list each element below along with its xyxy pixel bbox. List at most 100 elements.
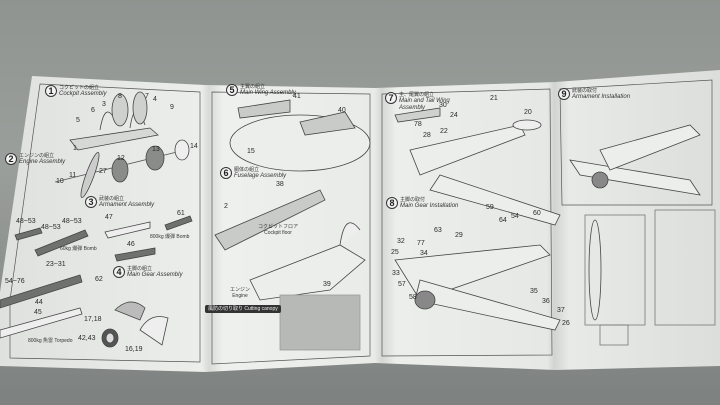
- part-number: 16,19: [125, 346, 143, 353]
- part-number: 33: [392, 270, 400, 277]
- part-number: 39: [323, 281, 331, 288]
- part-number: 57: [398, 281, 406, 288]
- part-number: 35: [530, 288, 538, 295]
- part-number: 46: [127, 241, 135, 248]
- step-title-en: Main Gear Assembly: [127, 272, 183, 278]
- part-number: 29: [455, 232, 463, 239]
- part-number: 3: [102, 101, 106, 108]
- part-number: 58: [409, 294, 417, 301]
- part-number: 7: [145, 93, 149, 100]
- part-number: 61: [177, 210, 185, 217]
- step-title-en: Cockpit Assembly: [59, 91, 107, 97]
- note-800kg-bomb: 800kg 爆弾 Bomb: [150, 234, 190, 240]
- part-number: 20: [524, 109, 532, 116]
- part-number: 9: [170, 104, 174, 111]
- note-cutting-canopy: 風防の切り取り Cutting canopy: [205, 305, 281, 313]
- part-number: 64: [499, 217, 507, 224]
- part-number: 21: [490, 95, 498, 102]
- note-60kg-bomb: 60kg 爆弾 Bomb: [60, 246, 97, 252]
- part-number: 47: [105, 214, 113, 221]
- step-number: 4: [113, 266, 125, 278]
- note-engine: エンジン Engine: [229, 287, 250, 299]
- part-number: 8: [118, 93, 122, 100]
- part-number: 32: [397, 238, 405, 245]
- part-number: 23~31: [46, 261, 66, 268]
- part-number: 41: [293, 93, 301, 100]
- step-title-en: Main Gear Installation: [400, 203, 459, 209]
- part-drawings: [0, 91, 716, 351]
- step-title-jp: 胴体の組立: [234, 167, 260, 173]
- part-number: 26: [562, 320, 570, 327]
- part-number: 42,43: [78, 335, 96, 342]
- part-number: 2: [224, 203, 228, 210]
- part-number: 62: [95, 276, 103, 283]
- part-number: 30: [439, 102, 447, 109]
- part-number: 48~53: [41, 224, 61, 231]
- part-number: 4: [153, 96, 157, 103]
- part-number: 13: [152, 146, 160, 153]
- part-number: 10: [56, 178, 64, 185]
- part-number: 48~53: [16, 218, 36, 225]
- part-number: 1: [73, 145, 77, 152]
- step-title-en: Armament Installation: [572, 94, 631, 100]
- part-number: 34: [420, 250, 428, 257]
- step-number: 1: [45, 85, 57, 97]
- part-number: 77: [417, 240, 425, 247]
- part-number: 22: [440, 128, 448, 135]
- part-number: 40: [338, 107, 346, 114]
- step-title-jp: 主翼の組立: [240, 84, 266, 90]
- part-number: 38: [276, 181, 284, 188]
- step-title-en: Main and Tail Wing Assembly: [399, 98, 450, 111]
- step-number: 6: [220, 167, 232, 179]
- part-number: 15: [247, 148, 255, 155]
- part-number: 78: [414, 121, 422, 128]
- step-title-jp: コクピットの組立: [59, 85, 100, 91]
- step-title-en: Main Wing Assembly: [240, 90, 296, 96]
- step-number: 5: [226, 84, 238, 96]
- part-number: 12: [117, 155, 125, 162]
- part-number: 36: [542, 298, 550, 305]
- part-number: 28: [423, 132, 431, 139]
- step-title-en: Engine Assembly: [19, 159, 66, 165]
- step-title-en: Fuselage Assembly: [234, 173, 287, 179]
- part-number: 17,18: [84, 316, 102, 323]
- part-number: 59: [486, 204, 494, 211]
- part-number: 5: [76, 117, 80, 124]
- part-number: 45: [34, 309, 42, 316]
- step-title-jp: 主脚の取付: [400, 197, 426, 203]
- step-title-jp: 主、尾翼の組立: [399, 92, 435, 98]
- step-title-jp: 武装の取付: [572, 88, 598, 94]
- part-number: 11: [69, 172, 77, 179]
- page-borders: [9, 79, 713, 365]
- step-title-en: Armament Assembly: [99, 202, 155, 208]
- note-800kg-torpedo: 800kg 魚雷 Torpedo: [28, 338, 73, 344]
- part-number: 25: [391, 249, 399, 256]
- part-number: 37: [557, 307, 565, 314]
- step-title-jp: 武装の組立: [99, 196, 125, 202]
- part-number: 48~53: [62, 218, 82, 225]
- part-number: 54~76: [5, 278, 25, 285]
- part-number: 63: [434, 227, 442, 234]
- part-number: 60: [533, 210, 541, 217]
- step-number: 2: [5, 153, 17, 165]
- part-number: 27: [99, 168, 107, 175]
- part-number: 44: [35, 299, 43, 306]
- step-number: 3: [85, 196, 97, 208]
- step-number: 8: [386, 197, 398, 209]
- note-cockpit-floor: コクピットフロア Cockpit floor: [258, 224, 299, 236]
- step-title-jp: エンジンの組立: [19, 153, 55, 159]
- step-number: 9: [558, 88, 570, 100]
- part-number: 24: [450, 112, 458, 119]
- part-number: 14: [190, 143, 198, 150]
- step-title-jp: 主脚の組立: [127, 266, 153, 272]
